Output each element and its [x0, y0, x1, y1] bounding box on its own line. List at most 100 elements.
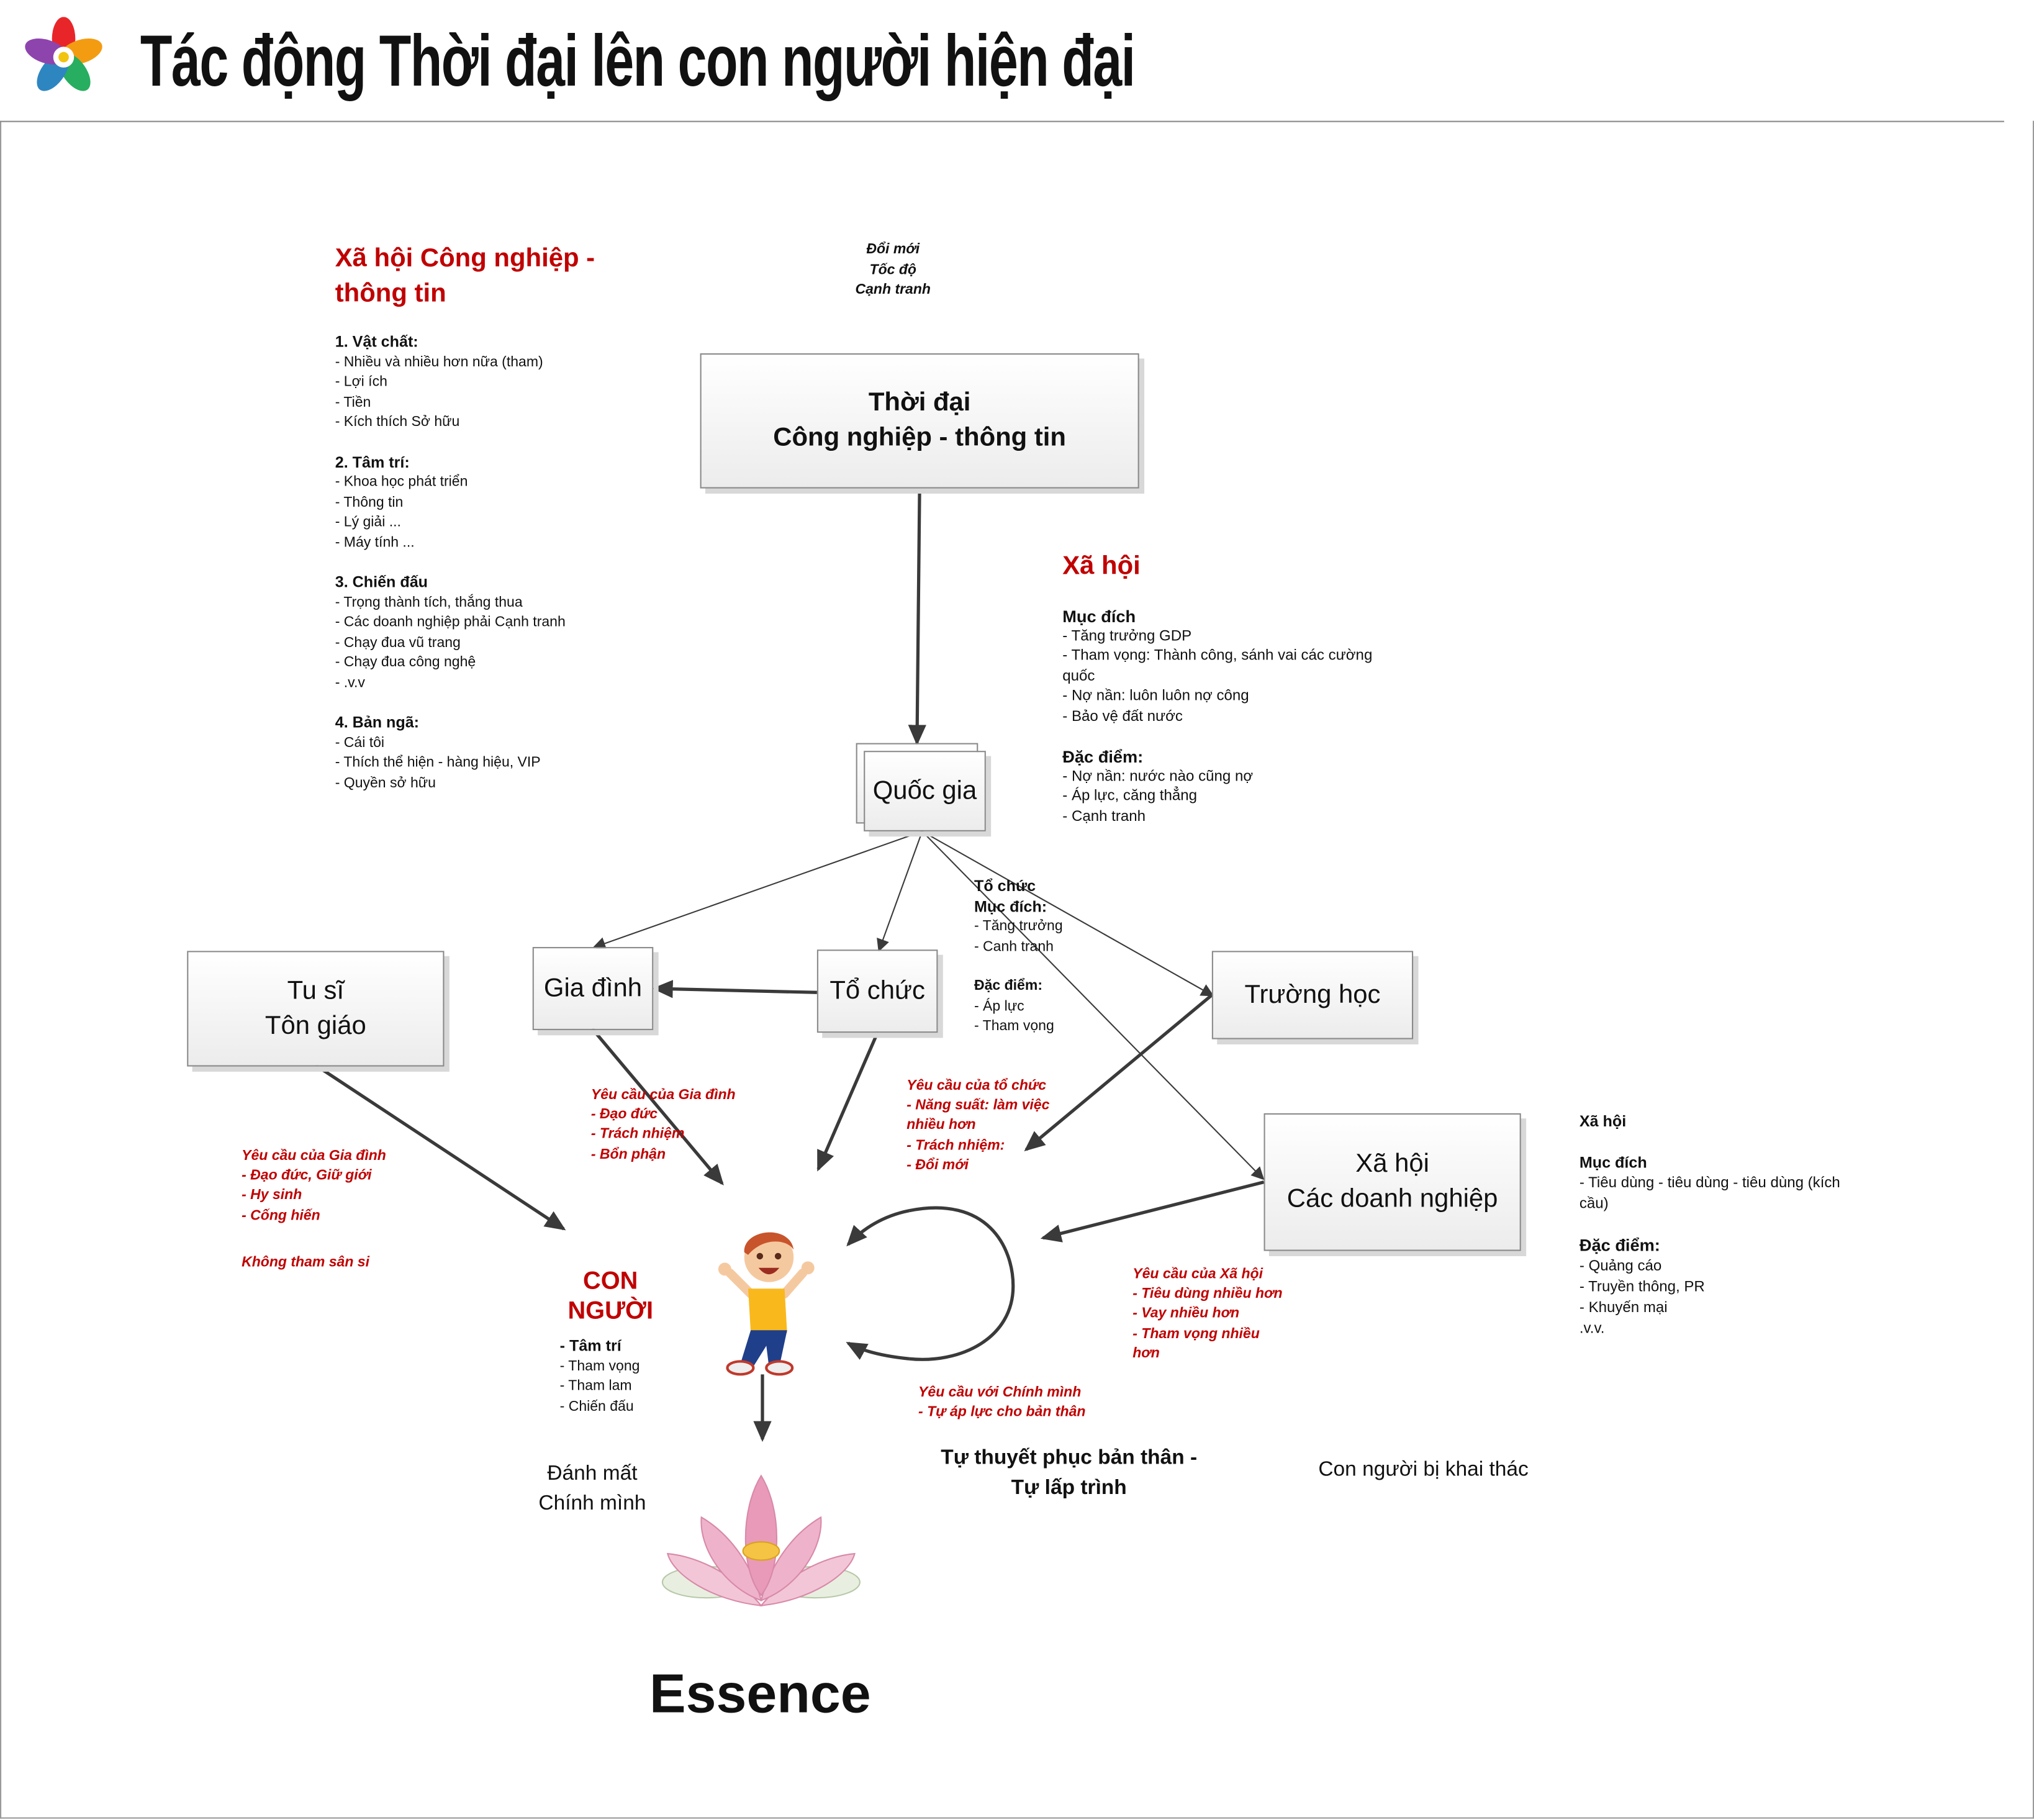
organization-requirements: Yêu cầu của tổ chức- Năng suất: làm việc… — [906, 1077, 1049, 1175]
page-frame — [0, 120, 2034, 1819]
list-item: - Truyền thông, PR — [1579, 1279, 1705, 1295]
node-label: Tổ chức — [829, 976, 925, 1005]
list-item: - Trách nhiệm — [590, 1126, 685, 1143]
section-title: 1. Vật chất: — [335, 332, 418, 351]
section-title: Đặc điểm: — [1062, 746, 1144, 767]
human-mind: - Tâm trí - Tham vọng- Tham lam- Chiến đ… — [560, 1337, 640, 1418]
religion-requirements: Yêu cầu của Gia đình- Đạo đức, Giữ giới-… — [242, 1147, 386, 1226]
node-school[interactable]: Trường học — [1211, 951, 1414, 1039]
society-panel: Mục đích - Tăng trưởng GDP- Tham vọng: T… — [1062, 607, 1372, 828]
essence-label: Essence — [649, 1662, 871, 1724]
list-item: - Chạy đua công nghệ — [335, 654, 476, 671]
outcome-line: Đánh mất — [547, 1462, 638, 1485]
arrow-organization-to-family — [652, 980, 817, 998]
left-panel-heading: Xã hội Công nghiệp - thông tin — [335, 244, 595, 308]
list-item: - Nợ nần: luôn luôn nợ công — [1062, 688, 1249, 704]
list-item: - Các doanh nghiệp phải Cạnh tranh — [335, 614, 566, 630]
boy-illustration — [718, 1232, 815, 1376]
node-family[interactable]: Gia đình — [532, 947, 654, 1030]
list-item: - Tham vọng — [974, 1018, 1054, 1035]
list-item: nhiều hơn — [906, 1117, 976, 1134]
section-title: Mục đích: — [974, 897, 1047, 915]
arrow-family-to-human — [590, 1028, 724, 1186]
list-item: - Tham vọng nhiều — [1132, 1326, 1260, 1342]
list-item: - Nợ nần: nước nào cũng nợ — [1062, 768, 1254, 784]
node-era[interactable]: Thời đại Công nghiệp - thông tin — [700, 353, 1139, 489]
list-item: - Máy tính ... — [335, 534, 415, 550]
list-item: - Kích thích Sở hữu — [335, 414, 460, 430]
node-label: Xã hội — [1355, 1149, 1429, 1179]
human-title: CON NGƯỜI — [546, 1267, 676, 1326]
section-title: 3. Chiến đấu — [335, 573, 428, 591]
node-label: Tôn giáo — [264, 1011, 366, 1040]
node-nation[interactable]: Quốc gia — [864, 751, 986, 831]
section-title: Mục đích — [1062, 606, 1136, 627]
item-list: - Tăng trưởng- Canh tranh — [974, 917, 1063, 958]
list-item: - Đổi mới — [906, 1157, 969, 1173]
arrow-nation-to-family — [592, 830, 923, 950]
node-business[interactable]: Xã hội Các doanh nghiệp — [1263, 1113, 1521, 1251]
list-item: - Trách nhiệm: — [906, 1137, 1005, 1153]
list-item: - Lợi ích — [335, 374, 387, 390]
list-item: quốc — [1062, 668, 1095, 684]
self-persuade-label: Tự thuyết phục bản thân - Tự lấp trình — [909, 1443, 1229, 1503]
arrow-era-to-nation — [908, 487, 926, 746]
node-label: Quốc gia — [872, 776, 977, 805]
list-item: - Bổn phận — [590, 1146, 666, 1162]
lose-self-label: Đánh mất Chính mình — [513, 1459, 671, 1518]
header-divider — [0, 120, 2004, 122]
list-item: - .v.v — [335, 674, 365, 690]
section-title: Mục đích — [1579, 1153, 1647, 1172]
node-organization[interactable]: Tổ chức — [816, 949, 938, 1033]
node-label: Công nghiệp - thông tin — [773, 423, 1067, 453]
organization-panel: Tổ chức Mục đích: - Tăng trưởng- Canh tr… — [974, 877, 1063, 1037]
list-item: Yêu cầu của Xã hội — [1132, 1266, 1263, 1282]
list-item: - Khoa học phát triển — [335, 474, 468, 490]
list-item: - Bảo vệ đất nước — [1062, 709, 1183, 725]
left-panel-sections: 1. Vật chất: - Nhiều và nhiều hơn nữa (th… — [335, 333, 566, 794]
list-item: cầu) — [1579, 1196, 1609, 1212]
list-item: - Tiêu dùng - tiêu dùng - tiêu dùng (kíc… — [1579, 1175, 1840, 1192]
node-label: Thời đại — [868, 388, 971, 417]
exploited-label: Con người bị khai thác — [1318, 1459, 1529, 1481]
list-item: - Thông tin — [335, 494, 404, 510]
arrow-religion-to-human — [314, 1064, 566, 1231]
list-item: - Đạo đức — [590, 1107, 658, 1123]
outcome-line: Chính mình — [538, 1492, 646, 1515]
list-item: - Quảng cáo — [1579, 1259, 1662, 1275]
list-item: - Chiến đấu — [559, 1398, 634, 1415]
list-item: - Hy sinh — [242, 1187, 302, 1204]
list-item: - Lý giải ... — [335, 514, 401, 530]
list-item: .v.v. — [1579, 1321, 1605, 1337]
human-title-line: NGƯỜI — [567, 1297, 654, 1325]
family-requirements: Yêu cầu của Gia đình - Đạo đức - Trách nhi… — [591, 1086, 736, 1165]
list-item: - Áp lực — [974, 998, 1024, 1014]
list-item: - Năng suất: làm việc — [906, 1098, 1050, 1114]
list-item: - Áp lực, căng thẳng — [1062, 788, 1197, 804]
list-item: - Nhiều và nhiều hơn nữa (tham) — [335, 354, 543, 370]
item-list: - Nợ nần: nước nào cũng nợ - Áp lực, căng… — [1062, 767, 1372, 827]
arrow-nation-to-business — [921, 831, 1265, 1180]
item-list: - Áp lực - Tham vọng — [974, 997, 1063, 1038]
list-item: - Trọng thành tích, thắng thua — [335, 594, 523, 610]
node-label: Tu sĩ — [287, 976, 345, 1005]
society-requirements: Yêu cầu của Xã hội- Tiêu dùng nhiều hơn-… — [1132, 1265, 1282, 1364]
list-item: - Cái tôi — [335, 735, 385, 751]
list-item: - Thích thể hiện - hàng hiệu, VIP — [335, 754, 541, 771]
list-item: Yêu cầu của Gia đình — [590, 1087, 736, 1103]
list-item: - Tự áp lực cho bản thân — [918, 1404, 1086, 1420]
arrow-school-to-human — [1024, 994, 1213, 1152]
page-title: Tác động Thời đại lên con người hiện đại — [140, 19, 1136, 102]
node-label: Trường học — [1244, 980, 1381, 1009]
list-item: - Tăng trưởng GDP — [1062, 628, 1192, 644]
item-list: - Quảng cáo- Truyền thông, PR- Khuyến mạ… — [1580, 1256, 1840, 1339]
era-keywords: Đổi mới Tốc độ Cạnh tranh — [831, 240, 955, 301]
item-list: - Tiêu dùng - tiêu dùng - tiêu dùng (kíc… — [1580, 1173, 1840, 1215]
section-title: Đặc điểm: — [1579, 1235, 1660, 1255]
arrow-business-to-human — [1040, 1180, 1265, 1243]
list-item: - Canh tranh — [974, 938, 1054, 954]
section-title: Xã hội — [1579, 1111, 1627, 1131]
node-religion[interactable]: Tu sĩ Tôn giáo — [187, 951, 445, 1067]
section-title: 2. Tâm trí: — [335, 453, 410, 471]
